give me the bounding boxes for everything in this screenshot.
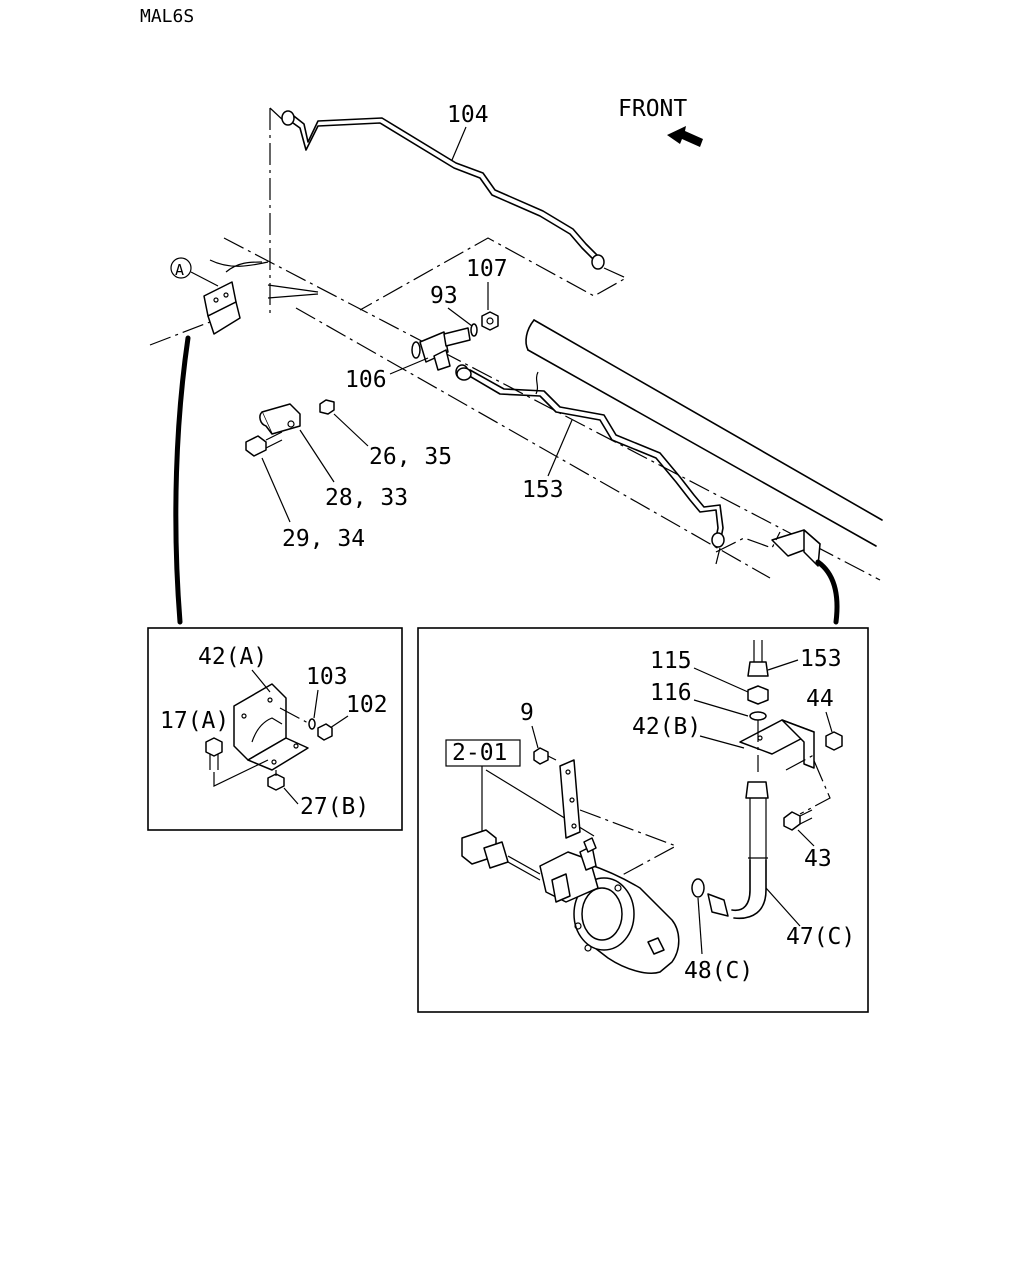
connector-icon bbox=[461, 829, 541, 881]
pipe-153-end-icon bbox=[747, 640, 769, 677]
callout-42a: 42(A) bbox=[198, 644, 267, 670]
gasket-48c-icon bbox=[691, 878, 705, 898]
nut-26-35-icon bbox=[319, 399, 335, 415]
callout-27b: 27(B) bbox=[300, 794, 369, 820]
callout-42b: 42(B) bbox=[632, 714, 701, 740]
callout-153-main: 153 bbox=[522, 477, 564, 503]
bracket-b-icon bbox=[771, 529, 821, 567]
nut-9-icon bbox=[533, 747, 549, 765]
ref-2-01-box bbox=[445, 739, 521, 767]
washer-116-icon bbox=[749, 711, 767, 721]
callout-29-34: 29, 34 bbox=[282, 526, 365, 552]
reference-marker-label: A bbox=[175, 261, 184, 279]
hose-47c-icon bbox=[707, 781, 769, 920]
bolt-29-34-icon bbox=[245, 431, 283, 457]
clip-icon bbox=[259, 403, 301, 435]
nut-115-icon bbox=[747, 685, 769, 705]
callout-107: 107 bbox=[466, 256, 508, 282]
bracket-42b-icon bbox=[739, 719, 815, 769]
callout-116: 116 bbox=[650, 680, 692, 706]
ref-2-01-label: 2-01 bbox=[452, 740, 507, 766]
front-arrow-icon bbox=[667, 126, 703, 147]
bracket-a-icon bbox=[203, 281, 241, 335]
callout-47c: 47(C) bbox=[786, 924, 855, 950]
callout-103: 103 bbox=[306, 664, 348, 690]
leader-to-detail-b bbox=[815, 559, 840, 625]
detail-b-box bbox=[417, 627, 869, 1013]
nut-27b-icon bbox=[267, 773, 285, 791]
callout-28-33: 28, 33 bbox=[325, 485, 408, 511]
callout-104: 104 bbox=[447, 102, 489, 128]
callout-17a: 17(A) bbox=[160, 708, 229, 734]
front-label: FRONT bbox=[618, 96, 687, 122]
callout-102: 102 bbox=[346, 692, 388, 718]
diagram-code: MAL6S bbox=[140, 6, 194, 27]
nut-107-icon bbox=[481, 311, 499, 331]
bolt-43-icon bbox=[783, 809, 813, 831]
brake-pipe-153 bbox=[456, 367, 725, 548]
bolt-17a-icon bbox=[205, 737, 223, 770]
callout-93: 93 bbox=[430, 283, 458, 309]
callout-43: 43 bbox=[804, 846, 832, 872]
callout-153-detail: 153 bbox=[800, 646, 842, 672]
callout-115: 115 bbox=[650, 648, 692, 674]
nut-44-icon bbox=[825, 731, 843, 751]
callout-26-35: 26, 35 bbox=[369, 444, 452, 470]
brake-pipe-104 bbox=[281, 110, 605, 270]
detail-a-box bbox=[147, 627, 403, 831]
washer-103-icon bbox=[308, 718, 316, 730]
callout-48c: 48(C) bbox=[684, 958, 753, 984]
callout-106: 106 bbox=[345, 367, 387, 393]
nut-102-icon bbox=[317, 723, 333, 741]
callout-44: 44 bbox=[806, 686, 834, 712]
actuator-valve-icon bbox=[539, 837, 680, 974]
reference-marker-a: A bbox=[170, 257, 219, 287]
frame-rail bbox=[149, 237, 883, 581]
leader-to-detail-a bbox=[173, 335, 191, 625]
bracket-42a-icon bbox=[233, 683, 309, 771]
callout-9: 9 bbox=[520, 700, 534, 726]
mounting-strap-icon bbox=[559, 759, 581, 839]
washer-93-icon bbox=[470, 323, 478, 337]
